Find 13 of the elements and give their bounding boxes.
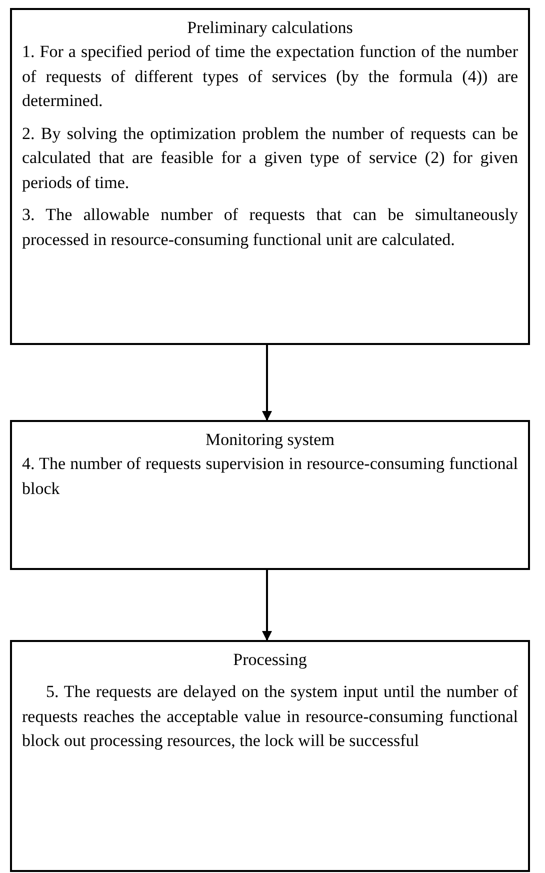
process-box	[10, 8, 530, 345]
arrow	[262, 345, 272, 421]
step-text: 4. The number of requests supervision in resource-consuming functional block	[22, 453, 518, 500]
step-text: 5. The requests are delayed on the system input until the number of requests reaches the acceptable value in resource-consuming functional block out processing resources, the lock will be successful	[22, 681, 518, 752]
box-heading: Monitoring system	[204, 429, 336, 451]
process-box	[10, 640, 530, 872]
step-text: 2. By solving the optimization problem the number of requests can be calculated that are feasible for a given type of service (2) for given periods of time.	[22, 122, 518, 194]
step-text: 1. For a specified period of time the expectation function of the number of requests of different types of services (by the formula (4)) are determined.	[22, 41, 518, 112]
step-text: 3. The allowable number of requests that can be simultaneously processed in resource-consuming functional unit are calculated.	[22, 204, 518, 251]
process-box	[10, 420, 530, 570]
box-heading: Processing	[232, 649, 308, 671]
box-heading: Preliminary calculations	[186, 17, 354, 39]
arrow	[262, 570, 272, 641]
